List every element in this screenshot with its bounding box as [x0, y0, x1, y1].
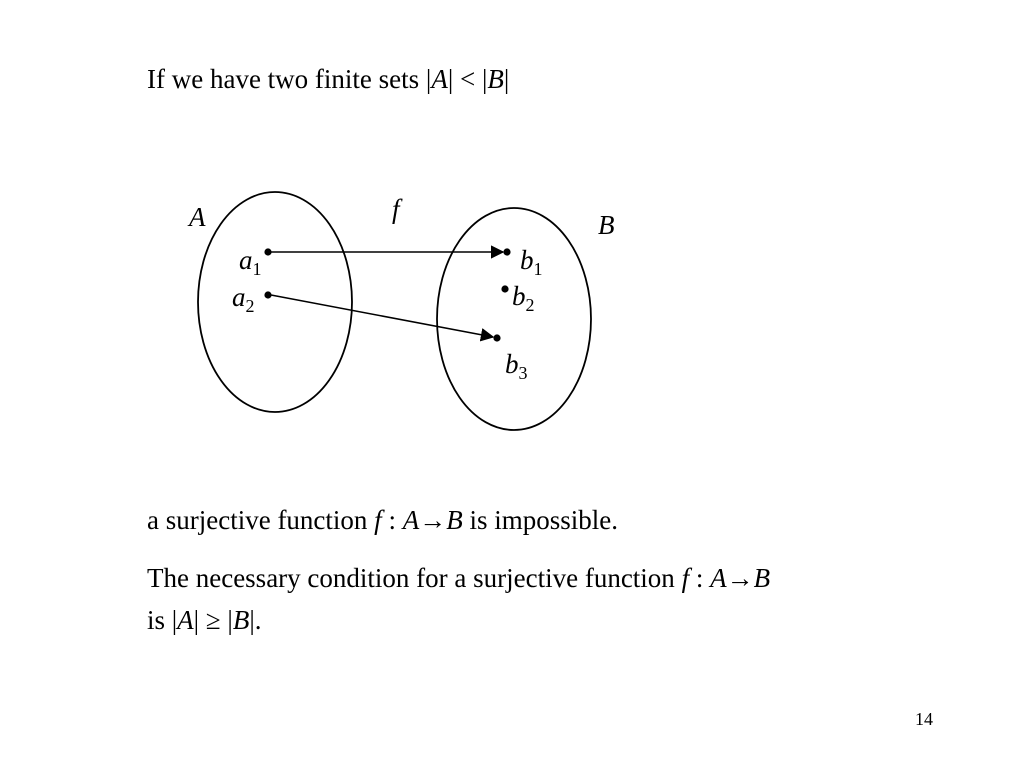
element-b3-letter: b	[505, 349, 519, 379]
condition-arrow: →	[726, 563, 754, 593]
mapping-arrow-a2-b3	[270, 294, 495, 342]
condition-line2-suffix: |.	[249, 605, 262, 635]
condition-line2-prefix: is |	[147, 605, 178, 635]
set-a-label: A	[187, 202, 206, 232]
page-number: 14	[915, 709, 933, 729]
impossibility-statement: a surjective function f : A→B is impossi…	[147, 507, 618, 534]
heading-prefix: If we have two finite sets |	[147, 64, 432, 94]
statement-f: f	[374, 505, 382, 535]
element-b2-dot	[501, 285, 509, 293]
element-a1-dot	[264, 248, 272, 256]
condition-line2-mid: | ≥ |	[193, 605, 233, 635]
condition-f: f	[681, 563, 690, 593]
element-a1-index: 1	[253, 259, 262, 279]
set-a-ellipse	[197, 191, 353, 413]
slide-heading: If we have two finite sets |A| < |B|	[147, 66, 509, 93]
set-b-label: B	[598, 210, 615, 240]
element-b1-index: 1	[534, 259, 543, 279]
statement-arrow: →	[419, 505, 447, 535]
element-b3-index: 3	[519, 363, 528, 383]
statement-b: B	[446, 505, 463, 535]
heading-middle: | < |	[447, 64, 488, 94]
condition-line2-a: A	[177, 605, 194, 635]
element-a2-label: a2	[232, 282, 255, 316]
statement-prefix: a surjective function	[147, 505, 375, 535]
element-b2-letter: b	[512, 281, 526, 311]
statement-colon: :	[381, 505, 403, 535]
element-a2-letter: a	[232, 282, 246, 312]
condition-line2-b: B	[232, 605, 250, 635]
condition-b: B	[753, 563, 771, 593]
element-a2-index: 2	[246, 296, 255, 316]
condition-line-1: The necessary condition for a surjective…	[147, 565, 770, 592]
element-b2-label: b2	[512, 281, 535, 315]
condition-a: A	[710, 563, 727, 593]
element-a1-label: a1	[239, 245, 262, 279]
condition-colon: :	[689, 563, 711, 593]
heading-set-b: B	[487, 64, 504, 94]
condition-line-2: is |A| ≥ |B|.	[147, 607, 261, 634]
element-b1-label: b1	[520, 245, 543, 279]
element-a1-letter: a	[239, 245, 253, 275]
statement-a: A	[402, 505, 420, 535]
condition-prefix: The necessary condition for a surjective…	[147, 563, 682, 593]
element-b1-letter: b	[520, 245, 534, 275]
element-b3-label: b3	[505, 349, 528, 383]
heading-set-a: A	[431, 64, 448, 94]
element-b3-dot	[493, 334, 501, 342]
element-b1-dot	[503, 248, 511, 256]
function-label: f	[392, 194, 403, 224]
statement-suffix: is impossible.	[462, 505, 618, 535]
element-a2-dot	[264, 291, 272, 299]
element-b2-index: 2	[526, 295, 535, 315]
set-b-ellipse	[436, 207, 592, 431]
heading-suffix: |	[503, 64, 510, 94]
